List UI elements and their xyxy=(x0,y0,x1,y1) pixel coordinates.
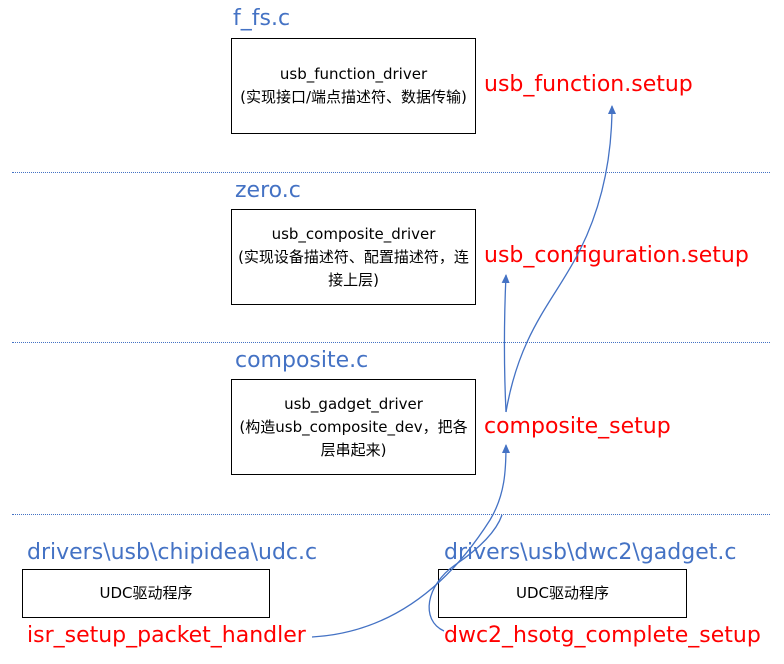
file-label-dwc2-gadget: drivers\usb\dwc2\gadget.c xyxy=(444,540,737,565)
layer-separator-2 xyxy=(12,342,770,343)
arrow-composite-to-function-setup xyxy=(505,105,616,413)
box-title: UDC驱动程序 xyxy=(515,584,609,602)
box-title: UDC驱动程序 xyxy=(99,584,193,602)
func-isr-setup-packet-handler: isr_setup_packet_handler xyxy=(27,623,306,648)
box-description: (构造usb_composite_dev，把各层串起来) xyxy=(239,417,468,459)
func-dwc2-hsotg-complete-setup: dwc2_hsotg_complete_setup xyxy=(444,623,761,648)
layer-separator-1 xyxy=(12,172,770,173)
func-usb-function-setup: usb_function.setup xyxy=(484,72,693,97)
box-title: usb_gadget_driver xyxy=(284,394,423,413)
file-label-composite: composite.c xyxy=(235,348,369,373)
udc-driver-box-chipidea: UDC驱动程序 xyxy=(22,569,270,618)
usb-composite-driver-box: usb_composite_driver (实现设备描述符、配置描述符，连接上层… xyxy=(231,209,476,305)
func-composite-setup: composite_setup xyxy=(484,414,671,439)
box-title: usb_function_driver xyxy=(279,65,428,83)
box-description: (实现接口/端点描述符、数据传输) xyxy=(240,88,467,106)
udc-driver-box-dwc2: UDC驱动程序 xyxy=(438,569,687,618)
file-label-zero: zero.c xyxy=(235,178,301,203)
box-title: usb_composite_driver xyxy=(271,224,436,243)
arrow-isr-to-composite-setup xyxy=(311,444,510,638)
box-description: (实现设备描述符、配置描述符，连接上层) xyxy=(238,247,469,289)
usb-gadget-driver-box: usb_gadget_driver (构造usb_composite_dev，把… xyxy=(231,379,476,475)
func-usb-configuration-setup: usb_configuration.setup xyxy=(484,243,749,268)
arrow-composite-to-configuration-setup xyxy=(501,274,510,413)
arrow-dwc2-to-composite-setup xyxy=(428,514,503,632)
file-label-chipidea-udc: drivers\usb\chipidea\udc.c xyxy=(27,540,318,565)
usb-function-driver-box: usb_function_driver (实现接口/端点描述符、数据传输) xyxy=(231,38,476,134)
layer-separator-3 xyxy=(12,514,770,515)
file-label-f-fs: f_fs.c xyxy=(233,6,291,31)
